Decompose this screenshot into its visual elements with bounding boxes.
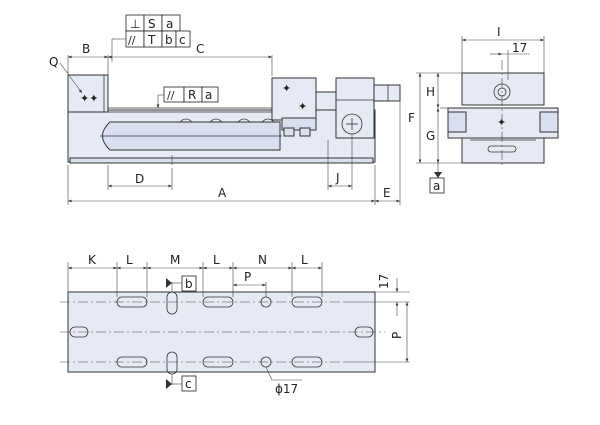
svg-text://: // — [128, 34, 136, 47]
moving-jaw — [271, 77, 317, 121]
dim-17-end: 17 — [512, 41, 527, 55]
dim-M: M — [170, 253, 180, 267]
tolerance-frame-jaw: // R a — [156, 86, 219, 108]
end-view-base — [461, 137, 545, 164]
datum-c: c — [185, 377, 192, 391]
slot-bottom-1 — [116, 356, 148, 368]
slot-bottom-2 — [202, 356, 234, 368]
svg-text:✦: ✦ — [497, 116, 506, 129]
dim-A: A — [218, 186, 227, 200]
svg-text:S: S — [148, 17, 156, 31]
dim-N: N — [258, 253, 267, 267]
slot-top-3 — [291, 296, 323, 308]
datum-a-box — [429, 177, 445, 194]
datum-b-box — [181, 275, 197, 292]
svg-text:b: b — [165, 33, 173, 47]
datum-b: b — [185, 277, 193, 291]
dim-J: J — [335, 171, 340, 185]
end-slot-right — [354, 326, 374, 338]
end-slot-left — [69, 326, 89, 338]
dim-P: P — [390, 332, 404, 339]
svg-text:✦: ✦ — [282, 82, 291, 95]
side-view: ✦✦ ✦ ✦ B C Q ⊥ S a // T b — [49, 14, 401, 205]
dim-L-1: L — [126, 253, 133, 267]
dim-diameter-17: ϕ17 — [275, 382, 298, 396]
dim-G: G — [426, 129, 435, 143]
svg-text:R: R — [188, 88, 196, 102]
svg-text:c: c — [179, 33, 186, 47]
dim-I: I — [497, 25, 501, 39]
slot-top-2 — [202, 296, 234, 308]
plan-view: K L M L N L P 17 P b — [60, 253, 410, 396]
dim-H: H — [426, 85, 435, 99]
svg-text:✦: ✦ — [298, 100, 307, 113]
svg-text:⊥: ⊥ — [130, 17, 140, 31]
screw-shaft-end — [373, 84, 401, 102]
svg-text:a: a — [166, 17, 173, 31]
svg-text:a: a — [205, 88, 212, 102]
dim-Q: Q — [49, 55, 58, 69]
dim-E: E — [383, 186, 391, 200]
dim-F: F — [408, 111, 415, 125]
dim-D: D — [135, 172, 144, 186]
datum-c-box — [181, 375, 197, 392]
screw-housing — [335, 77, 375, 139]
dim-L-3: L — [301, 253, 308, 267]
dim-B: B — [82, 42, 90, 56]
end-view: ✦ I 17 F H G a — [408, 25, 559, 194]
svg-text:T: T — [147, 33, 156, 47]
svg-text://: // — [167, 89, 175, 102]
vise-base-foot — [69, 157, 374, 164]
dim-17-plan: 17 — [377, 274, 391, 289]
mark-diamonds: ✦✦ — [80, 92, 98, 105]
slot-bottom-3 — [291, 356, 323, 368]
datum-a: a — [433, 179, 440, 193]
slot-top-1 — [116, 296, 148, 308]
moving-jaw-foot — [281, 117, 317, 131]
dim-C: C — [196, 42, 204, 56]
dim-K: K — [88, 253, 97, 267]
dim-P-small: P — [244, 270, 251, 284]
tolerance-frame-top: ⊥ S a // T b c — [111, 14, 191, 62]
dim-L-2: L — [213, 253, 220, 267]
